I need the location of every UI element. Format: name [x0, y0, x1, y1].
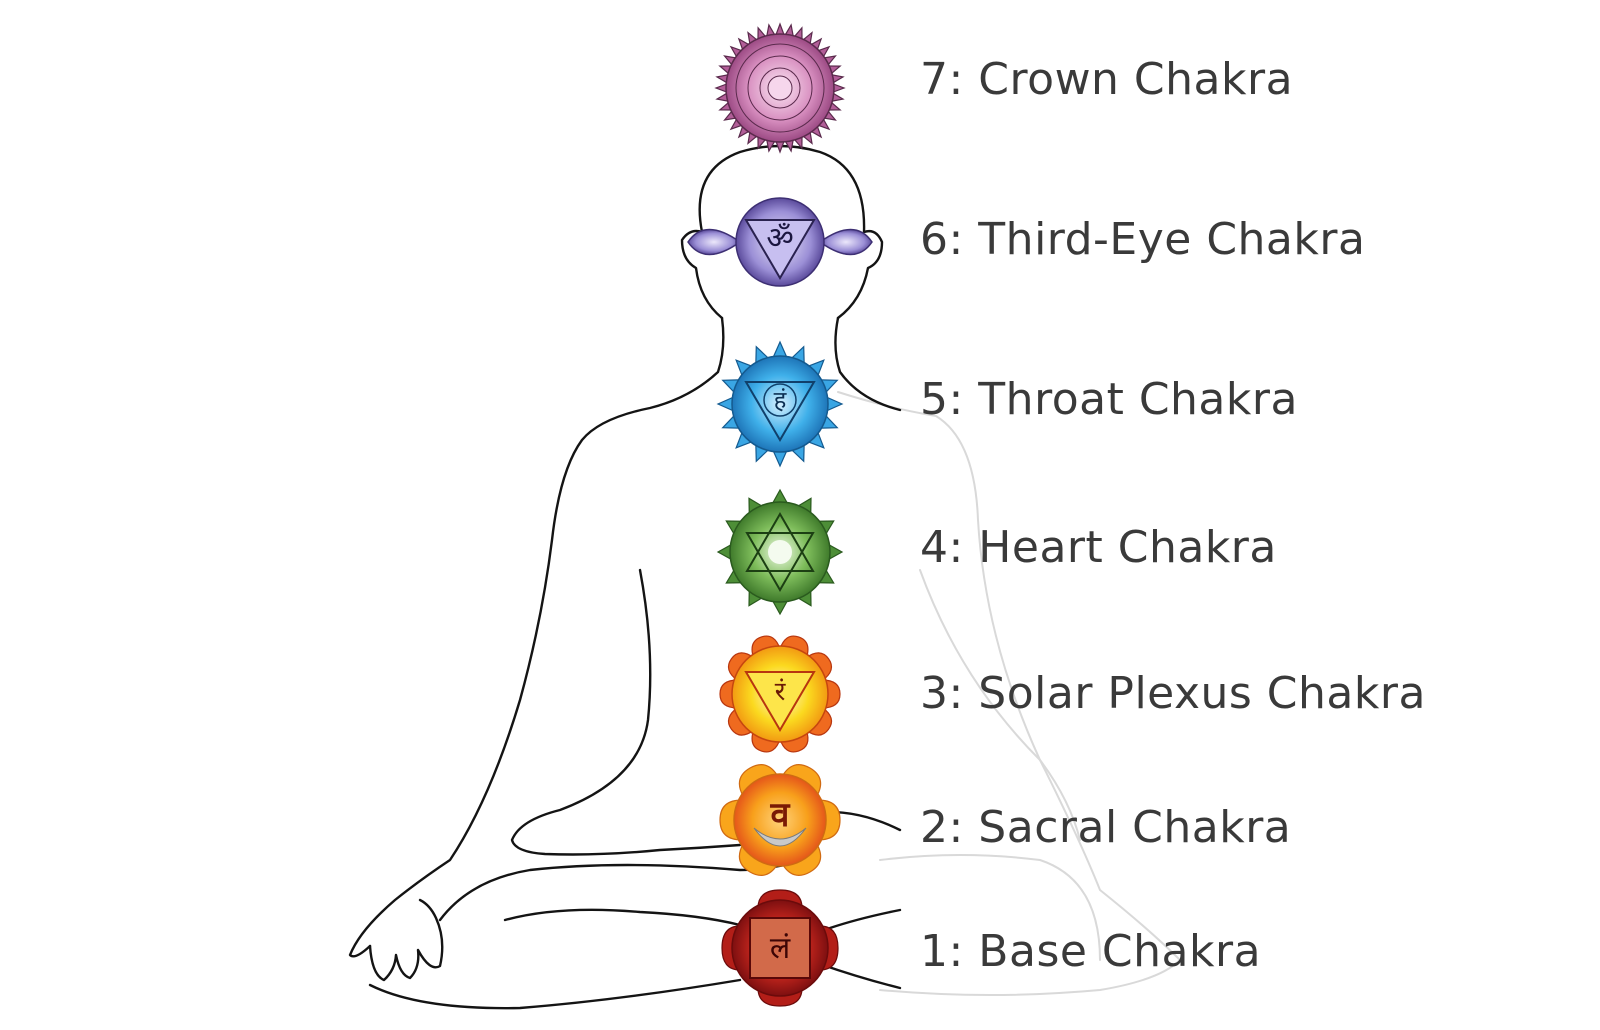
- solar-plexus-glyph: रं: [775, 677, 787, 707]
- base-chakra-symbol: लं: [721, 889, 839, 1007]
- label-base-chakra: 1: Base Chakra: [920, 926, 1262, 977]
- label-heart-chakra: 4: Heart Chakra: [920, 522, 1277, 573]
- crown-chakra-symbol: [714, 22, 846, 154]
- third-eye-glyph: ॐ: [766, 221, 793, 256]
- left-inner-arm: [510, 568, 742, 856]
- solar-plexus-chakra-symbol: रं: [719, 635, 841, 753]
- label-solar-plexus-chakra: 3: Solar Plexus Chakra: [920, 668, 1426, 719]
- neck-left: [348, 316, 725, 958]
- right-base-limb-bottom: [818, 962, 902, 990]
- right-base-limb-top: [828, 908, 902, 930]
- throat-glyph: हं: [774, 386, 788, 414]
- throat-chakra-symbol: हं: [716, 340, 844, 468]
- label-third-eye-chakra: 6: Third-Eye Chakra: [920, 214, 1366, 265]
- left-leg-bottom: [368, 978, 742, 1010]
- left-foot: [503, 908, 742, 927]
- third-eye-chakra-symbol: ॐ: [687, 197, 873, 287]
- label-throat-chakra: 5: Throat Chakra: [920, 374, 1298, 425]
- left-hand: [368, 898, 444, 982]
- heart-chakra-symbol: [716, 488, 844, 616]
- base-glyph: लं: [770, 931, 791, 966]
- sacral-chakra-symbol: व: [719, 764, 841, 876]
- figure-outline-faint: [837, 391, 1181, 996]
- label-crown-chakra: 7: Crown Chakra: [920, 54, 1294, 105]
- label-sacral-chakra: 2: Sacral Chakra: [920, 802, 1292, 853]
- neck-right: [834, 316, 902, 412]
- left-leg-top: [438, 863, 787, 922]
- sacral-glyph: व: [770, 795, 791, 835]
